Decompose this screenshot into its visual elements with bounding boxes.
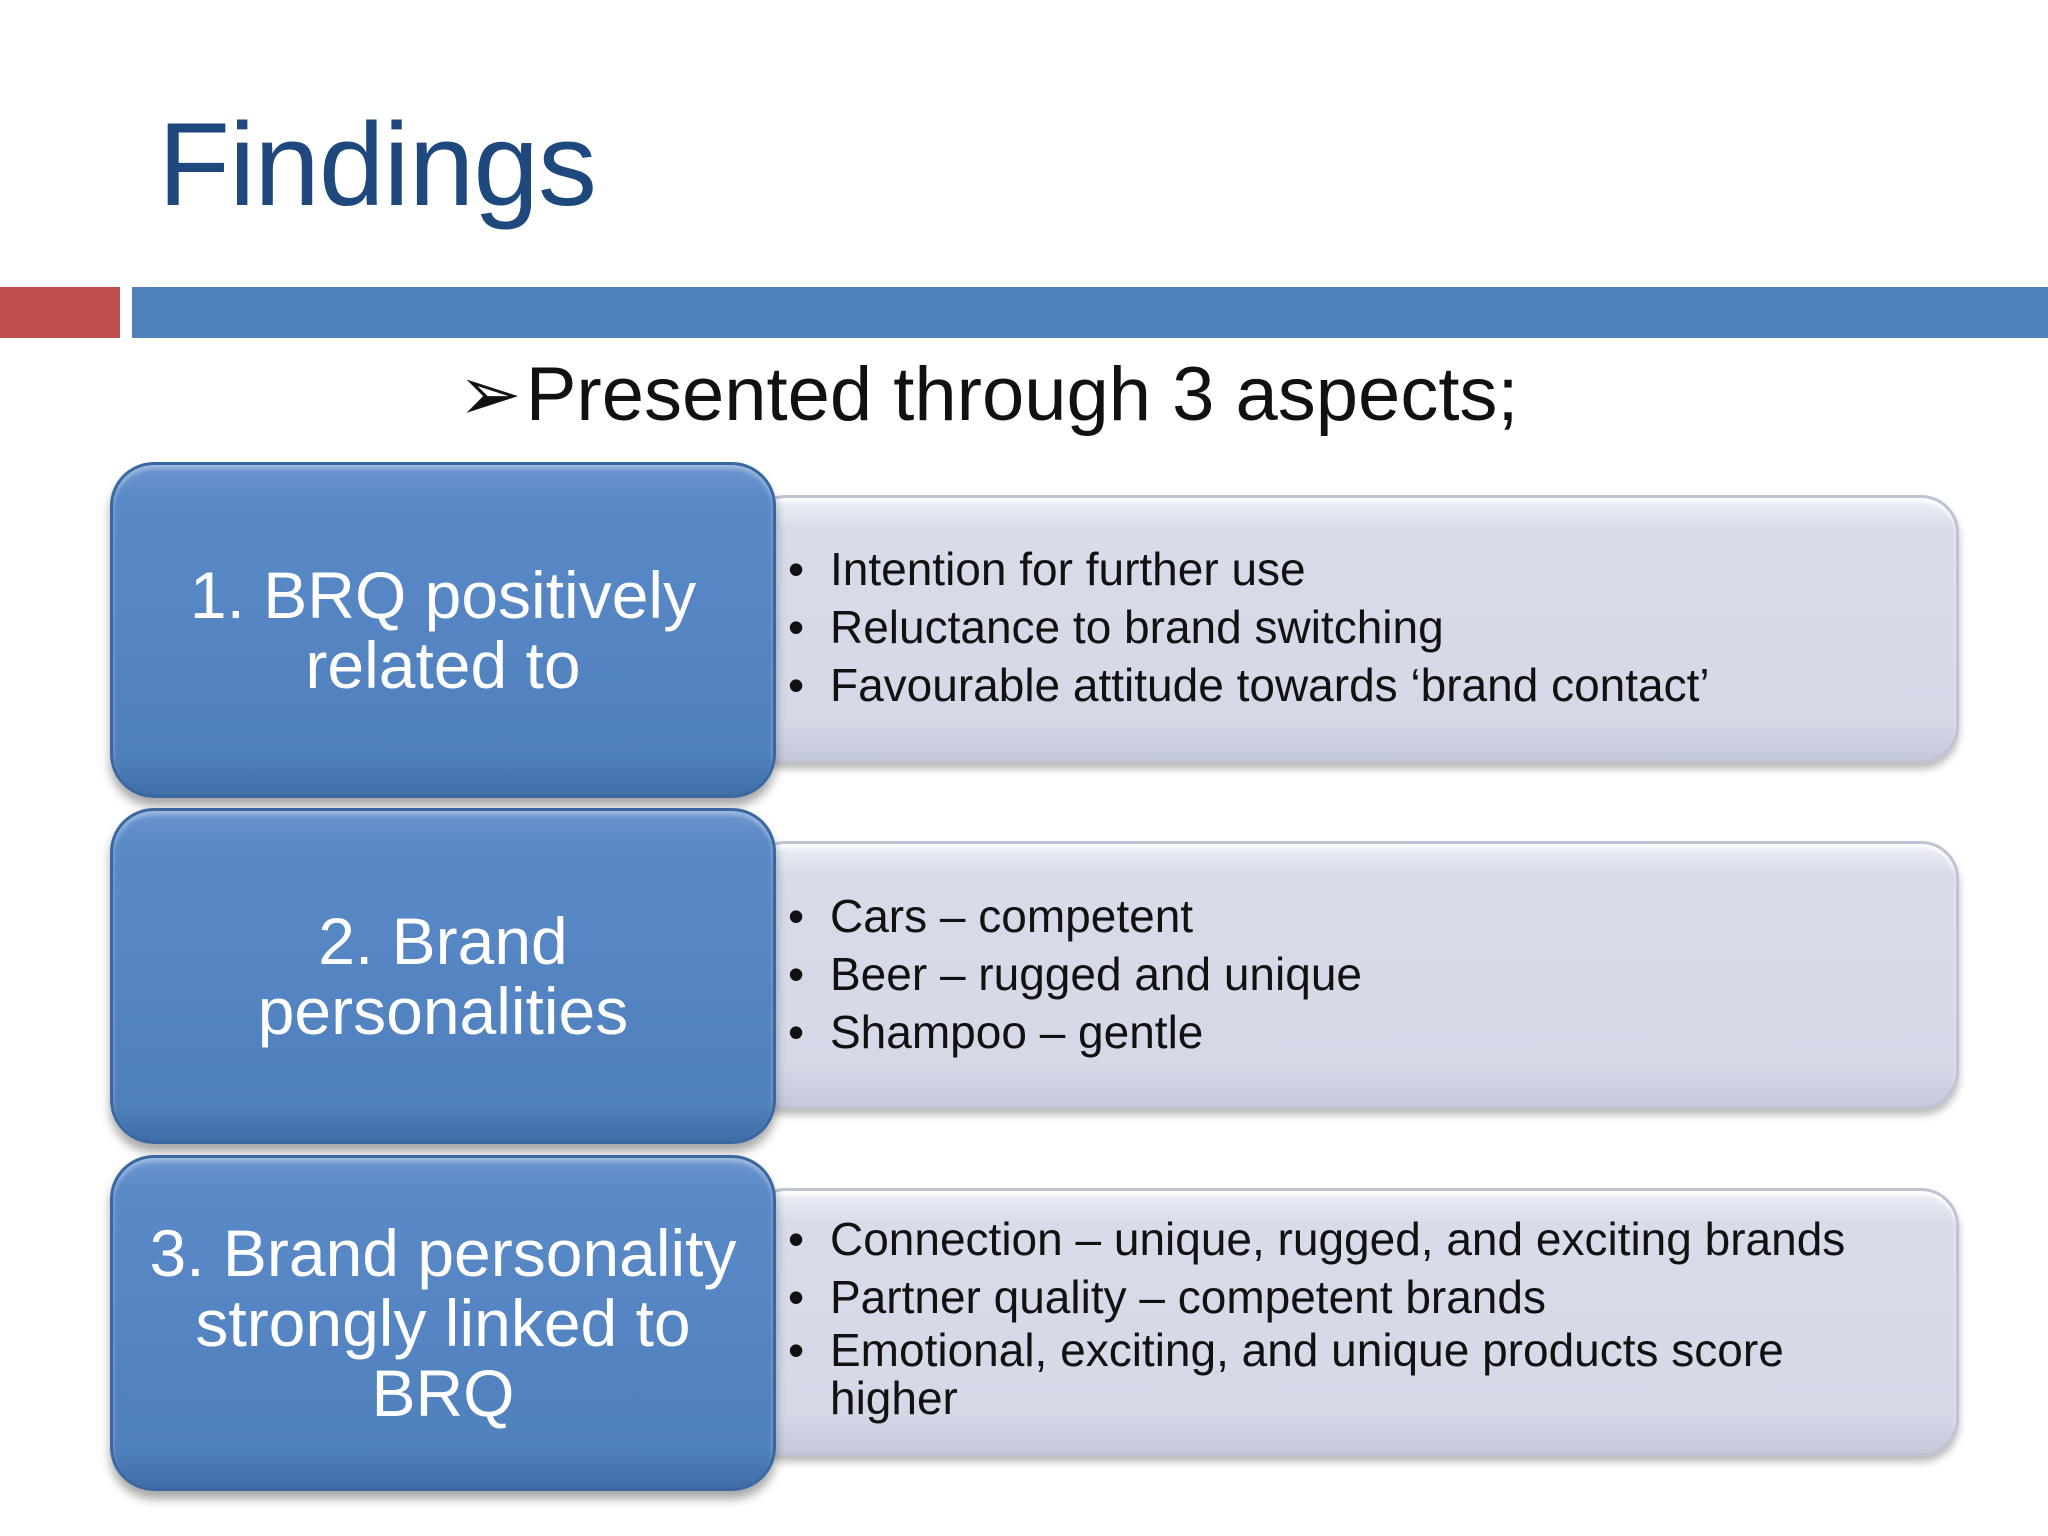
aspect-1-bullet-list: •Intention for further use •Reluctance t… (788, 540, 1918, 714)
aspect-2-label: 2. Brand personalities (257, 904, 629, 1048)
aspect-2-detail-box (748, 841, 1959, 1109)
aspect-1-detail-box (748, 495, 1959, 763)
subtitle: ➢Presented through 3 aspects; (458, 350, 1519, 440)
list-item: •Connection – unique, rugged, and exciti… (788, 1210, 1918, 1268)
slide-title: Findings (158, 99, 597, 231)
list-item: •Favourable attitude towards ‘brand cont… (788, 656, 1918, 714)
list-item: •Partner quality – competent brands (788, 1268, 1918, 1326)
accent-bar-blue (132, 287, 2048, 338)
aspect-3-label-box: 3. Brand personality strongly linked to … (110, 1155, 776, 1491)
aspect-3-bullet-list: •Connection – unique, rugged, and exciti… (788, 1210, 1918, 1422)
aspect-3-label: 3. Brand personality strongly linked to … (149, 1216, 737, 1430)
list-item: •Emotional, exciting, and unique product… (788, 1324, 1784, 1424)
list-item: •Beer – rugged and unique (788, 945, 1918, 1003)
bullet-dot-icon: • (788, 948, 805, 1000)
list-item: •Intention for further use (788, 540, 1918, 598)
list-item: •Cars – competent (788, 887, 1918, 945)
arrow-bullet-icon: ➢ (458, 352, 522, 437)
aspect-3-detail-box (748, 1188, 1959, 1456)
bullet-dot-icon: • (788, 1324, 805, 1376)
accent-bar-red (0, 287, 120, 338)
subtitle-text: Presented through 3 aspects; (525, 352, 1519, 437)
bullet-dot-icon: • (788, 1271, 805, 1323)
bullet-dot-icon: • (788, 601, 805, 653)
bullet-dot-icon: • (788, 1213, 805, 1265)
aspect-1-label: 1. BRQ positively related to (189, 558, 697, 702)
aspect-2-bullet-list: •Cars – competent •Beer – rugged and uni… (788, 887, 1918, 1061)
bullet-dot-icon: • (788, 659, 805, 711)
aspect-1-label-box: 1. BRQ positively related to (110, 462, 776, 798)
list-item: •Reluctance to brand switching (788, 598, 1918, 656)
aspect-2-label-box: 2. Brand personalities (110, 808, 776, 1144)
list-item: •Shampoo – gentle (788, 1003, 1918, 1061)
bullet-dot-icon: • (788, 890, 805, 942)
bullet-dot-icon: • (788, 543, 805, 595)
bullet-dot-icon: • (788, 1006, 805, 1058)
